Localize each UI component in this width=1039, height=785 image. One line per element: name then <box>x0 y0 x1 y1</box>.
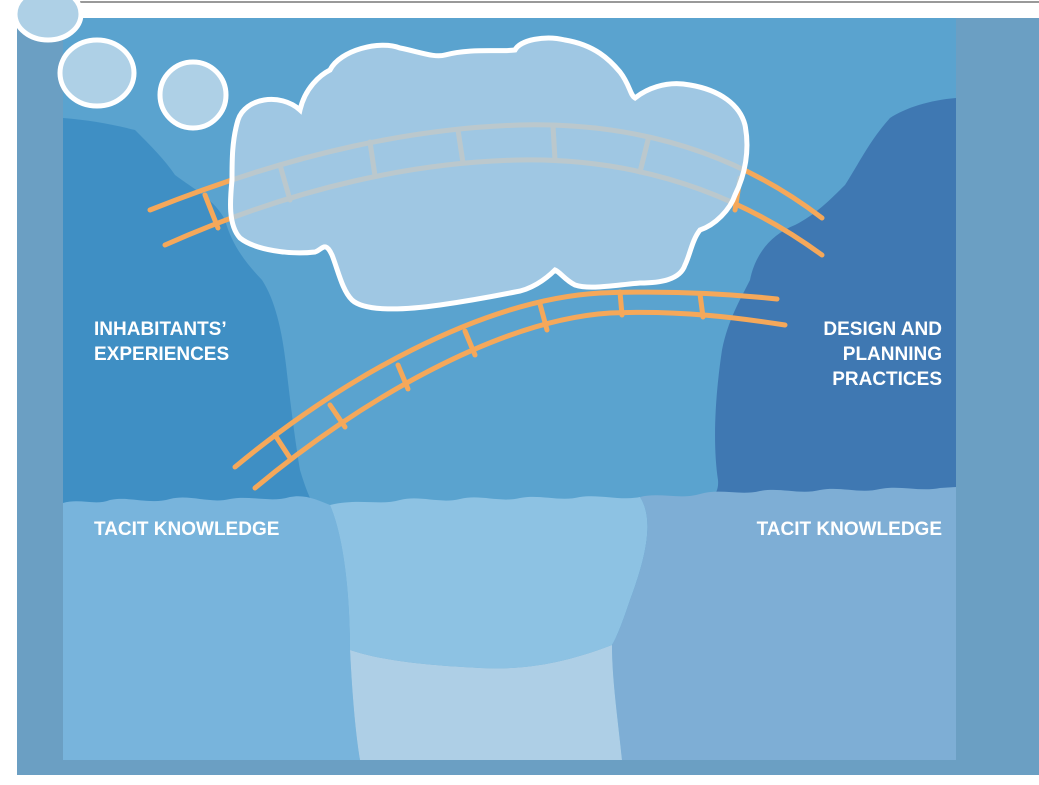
water-right <box>612 487 956 760</box>
thought-bubble-medium <box>57 37 137 109</box>
lower-bridge-rung <box>327 402 348 430</box>
water-left <box>63 496 360 760</box>
label-tacit-knowledge-right: TACIT KNOWLEDGE <box>756 519 942 540</box>
thought-cloud <box>227 35 750 312</box>
water-deep <box>350 645 622 760</box>
thought-bubble-large <box>12 0 84 43</box>
lower-bridge <box>232 289 788 491</box>
label-inhabitants-experiences: INHABITANTS’ EXPERIENCES <box>94 319 230 365</box>
lower-bridge-rung <box>617 289 625 318</box>
water-middle <box>330 496 648 669</box>
lower-bridge-rung <box>395 362 411 392</box>
lower-bridge-rung <box>462 328 478 358</box>
thought-bubble-small <box>157 59 229 131</box>
lower-bridge-rung <box>537 301 550 333</box>
label-tacit-knowledge-left: TACIT KNOWLEDGE <box>94 519 280 540</box>
lower-bridge-rung <box>697 291 706 320</box>
right-cliff <box>680 98 956 512</box>
lower-bridge-rung <box>272 432 293 461</box>
upper-bridge-rung <box>202 192 221 231</box>
lower-bridge-rail-top <box>232 289 780 470</box>
left-cliff <box>63 118 320 515</box>
label-design-planning-practices: DESIGN AND PLANNING PRACTICES <box>823 319 942 390</box>
